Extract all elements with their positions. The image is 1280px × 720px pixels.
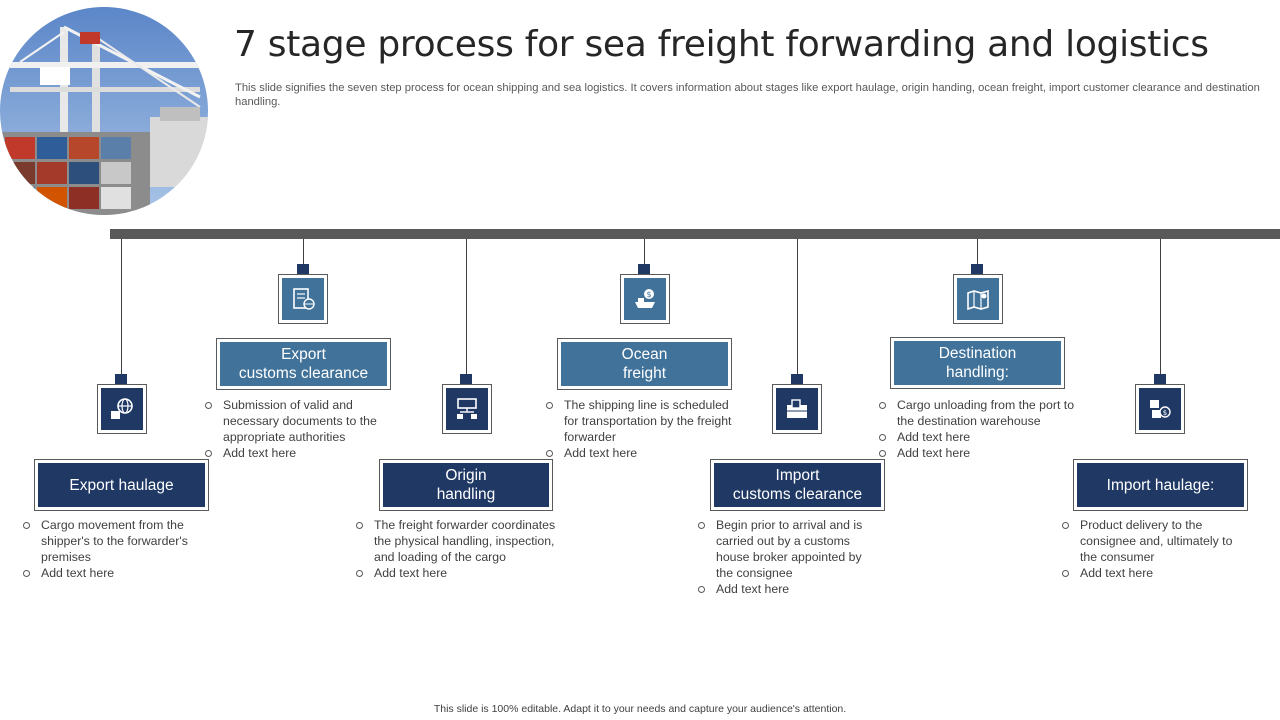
stage-bullets-ocean-freight: The shipping line is scheduled for trans… [546, 397, 746, 461]
connector-hanger [460, 374, 472, 384]
page-title: 7 stage process for sea freight forwardi… [234, 24, 1209, 65]
customs-package-icon [772, 384, 822, 434]
document-globe-icon [278, 274, 328, 324]
connector-hanger [297, 264, 309, 274]
connector-hanger [115, 374, 127, 384]
connector-line [1160, 239, 1161, 375]
connector-line [797, 239, 798, 375]
footer-note: This slide is 100% editable. Adapt it to… [433, 703, 847, 715]
connector-hanger [791, 374, 803, 384]
cargo-ship-dollar-icon: $ [620, 274, 670, 324]
list-item: Add text here [23, 565, 203, 581]
list-item: Begin prior to arrival and is carried ou… [698, 517, 876, 581]
connector-hanger [638, 264, 650, 274]
stage-label-import-customs-clearance: Import customs clearance [710, 459, 885, 511]
connector-line [977, 239, 978, 264]
svg-text:$: $ [646, 290, 651, 299]
list-item: Product delivery to the consignee and, u… [1062, 517, 1252, 565]
stage-bullets-export-customs-clearance: Submission of valid and necessary docume… [205, 397, 390, 461]
stage-bullets-export-haulage: Cargo movement from the shipper's to the… [23, 517, 203, 581]
stage-label-origin-handling: Origin handling [379, 459, 553, 511]
list-item: Add text here [879, 429, 1079, 445]
port-cranes-photo [0, 7, 208, 215]
stage-label-export-customs-clearance: Export customs clearance [216, 338, 391, 390]
list-item: Cargo unloading from the port to the des… [879, 397, 1079, 429]
network-flow-icon [442, 384, 492, 434]
globe-delivery-icon [97, 384, 147, 434]
connector-hanger [971, 264, 983, 274]
list-item: Add text here [546, 445, 746, 461]
list-item: Add text here [205, 445, 390, 461]
list-item: Add text here [879, 445, 1079, 461]
list-item: Add text here [1062, 565, 1252, 581]
list-item: The shipping line is scheduled for trans… [546, 397, 746, 445]
connector-line [121, 239, 122, 375]
map-pin-icon [953, 274, 1003, 324]
connector-hanger [1154, 374, 1166, 384]
stage-label-ocean-freight: Ocean freight [557, 338, 732, 390]
stage-label-destination-handling: Destination handling: [890, 337, 1065, 389]
connector-line [303, 239, 304, 264]
boxes-dollar-icon: $ [1135, 384, 1185, 434]
stage-bullets-origin-handling: The freight forwarder coordinates the ph… [356, 517, 571, 581]
list-item: Cargo movement from the shipper's to the… [23, 517, 203, 565]
stage-label-import-haulage: Import haulage: [1073, 459, 1248, 511]
svg-text:$: $ [1163, 409, 1167, 417]
timeline-bar [110, 229, 1280, 239]
connector-line [644, 239, 645, 264]
stage-bullets-import-customs-clearance: Begin prior to arrival and is carried ou… [698, 517, 876, 597]
stage-bullets-destination-handling: Cargo unloading from the port to the des… [879, 397, 1079, 461]
list-item: Add text here [698, 581, 876, 597]
list-item: The freight forwarder coordinates the ph… [356, 517, 571, 565]
stage-bullets-import-haulage: Product delivery to the consignee and, u… [1062, 517, 1252, 581]
connector-line [466, 239, 467, 375]
page-subtitle: This slide signifies the seven step proc… [235, 82, 1260, 108]
stage-label-export-haulage: Export haulage [34, 459, 209, 511]
list-item: Submission of valid and necessary docume… [205, 397, 390, 445]
list-item: Add text here [356, 565, 571, 581]
